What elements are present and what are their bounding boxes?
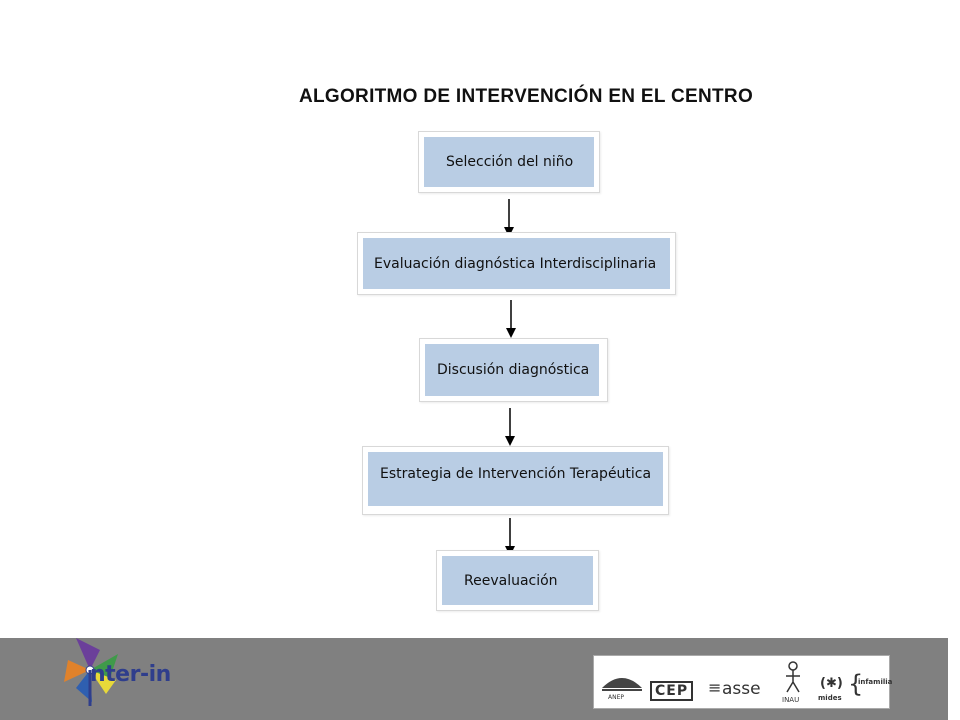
flow-step-label: Evaluación diagnóstica Interdisciplinari… (363, 238, 670, 289)
flow-step-estrategia: Estrategia de Intervención Terapéutica (362, 446, 669, 515)
partner-cep: CEP (650, 681, 694, 701)
partner-mides: mides (818, 694, 842, 702)
inau-icon (786, 661, 800, 693)
flow-step-reevaluacion: Reevaluación (436, 550, 599, 611)
anep-icon (602, 678, 642, 691)
flow-step-discusion: Discusión diagnóstica (419, 338, 608, 402)
partner-infamilia: infamilia (858, 678, 893, 686)
flow-arrow (506, 300, 516, 338)
infamilia-brace-icon: { (848, 670, 864, 698)
partner-logos: ANEP CEP ≡ asse INAU (✱) mides { infamil… (593, 655, 893, 709)
partner-anep: ANEP (608, 694, 625, 701)
flow-step-evaluacion: Evaluación diagnóstica Interdisciplinari… (357, 232, 676, 295)
pinwheel-icon (64, 638, 118, 706)
flow-step-label: Discusión diagnóstica (425, 344, 599, 396)
page-title: ALGORITMO DE INTERVENCIÓN EN EL CENTRO (298, 86, 754, 107)
partner-inau: INAU (782, 696, 800, 704)
inter-in-logo: nter-in (56, 632, 186, 712)
flow-step-seleccion: Selección del niño (418, 131, 600, 193)
mides-icon: (✱) (820, 676, 843, 691)
logo-text: nter-in (90, 662, 171, 687)
flow-arrow (505, 408, 515, 446)
flow-step-label: Estrategia de Intervención Terapéutica (368, 452, 663, 506)
partner-asse: asse (722, 679, 761, 699)
asse-icon: ≡ (708, 678, 722, 697)
flow-step-label: Reevaluación (442, 556, 593, 605)
flow-step-label: Selección del niño (424, 137, 594, 187)
footer-edge (948, 638, 960, 720)
